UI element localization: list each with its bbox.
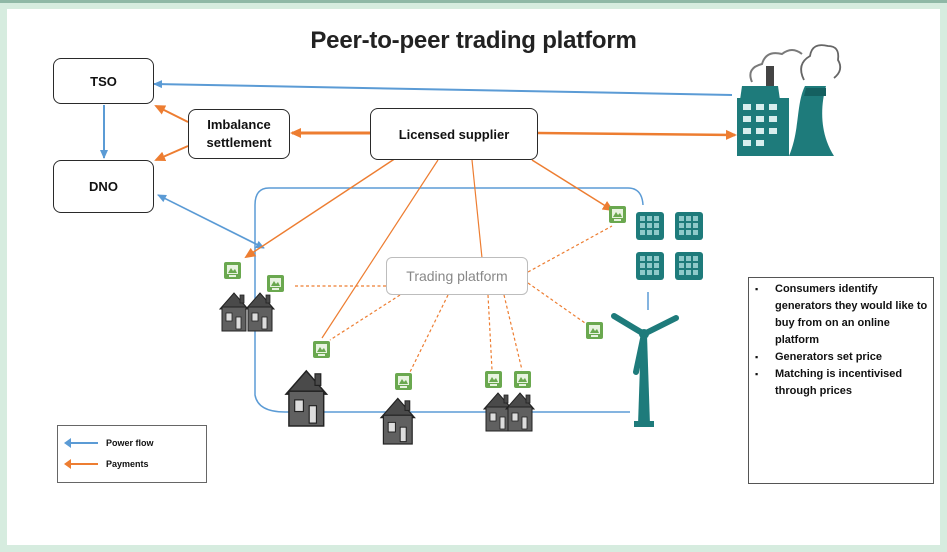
house-terrace-icon <box>219 292 275 332</box>
local-network-line-top <box>269 187 644 206</box>
page-title: Peer-to-peer trading platform <box>310 27 637 54</box>
house-large-icon <box>285 370 328 427</box>
power-plant-icon <box>737 44 842 156</box>
legend-power-flow: Power flow <box>64 436 154 450</box>
local-network-line <box>254 187 630 413</box>
smart-meter-icon <box>514 371 531 388</box>
legend-power-flow-swatch <box>64 438 98 448</box>
smart-meter-icon <box>267 275 284 292</box>
payment-line-supplier-house2 <box>471 159 483 259</box>
note-item: Matching is incentivised through prices <box>755 366 929 400</box>
smart-meter-icon <box>485 371 502 388</box>
house-semi-icon <box>483 392 535 432</box>
legend-power-flow-label: Power flow <box>106 438 154 448</box>
dno-box: DNO <box>53 160 154 213</box>
legend-payments-label: Payments <box>106 459 149 469</box>
legend-payments-swatch <box>64 459 98 469</box>
legend: Power flow Payments <box>57 425 207 483</box>
smart-meter-icon <box>586 322 603 339</box>
smart-meter-icon <box>395 373 412 390</box>
power-arrow-factory-tso <box>153 80 733 96</box>
payment-arrow-supplier-factory <box>537 129 737 140</box>
solar-panel-icon <box>636 212 703 280</box>
imbalance-settlement-box: Imbalance settlement <box>188 109 290 159</box>
house-icon <box>380 397 416 445</box>
wind-turbine-icon <box>611 313 679 427</box>
licensed-supplier-box: Licensed supplier <box>370 108 538 160</box>
payment-arrow-supplier-meter6 <box>531 159 614 212</box>
trading-platform-box: Trading platform <box>386 257 528 295</box>
note-item: Generators set price <box>755 349 929 366</box>
smart-meter-icon <box>609 206 626 223</box>
payment-line-supplier-house <box>321 159 439 339</box>
notes-box: Consumers identify generators they would… <box>748 277 934 484</box>
power-arrow-dno-local-2 <box>157 194 265 249</box>
payment-arrow-imbalance-tso <box>154 105 189 123</box>
smart-meter-icon <box>313 341 330 358</box>
smart-meter-icon <box>224 262 241 279</box>
payment-arrow-imbalance-dno <box>154 145 189 161</box>
payment-arrow-supplier-meter1 <box>244 157 397 259</box>
tso-box: TSO <box>53 58 154 104</box>
trading-links <box>295 225 613 373</box>
note-item: Consumers identify generators they would… <box>755 281 929 349</box>
legend-payments: Payments <box>64 457 149 471</box>
